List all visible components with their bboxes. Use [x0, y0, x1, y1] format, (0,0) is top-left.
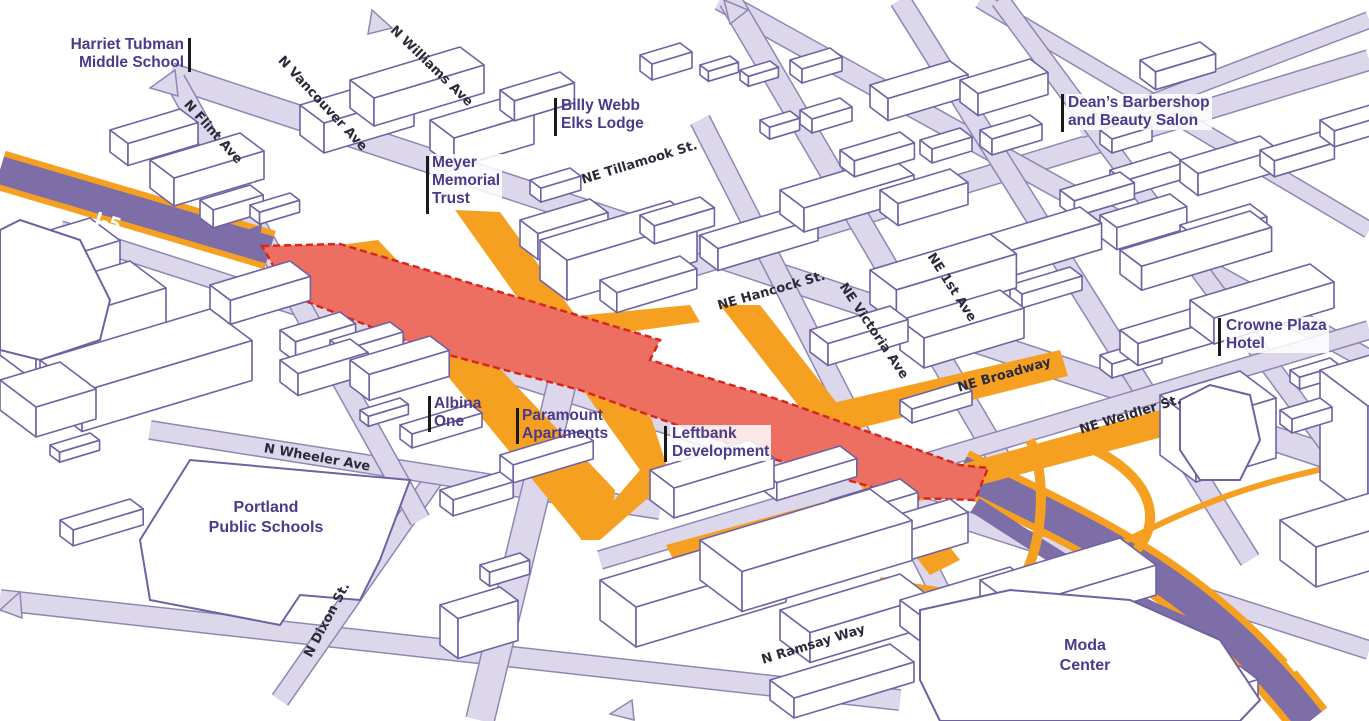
place-line: Center [1059, 657, 1111, 674]
building [529, 167, 582, 203]
place-moda-center: Moda Center [1030, 636, 1140, 676]
place-albina-one: Albina One [434, 395, 481, 431]
building [1319, 354, 1369, 517]
building [739, 60, 780, 88]
building [699, 55, 740, 83]
lid-area [259, 242, 990, 502]
building [649, 439, 775, 519]
street-weidler-west [597, 320, 1369, 570]
building [1259, 131, 1336, 178]
place-line: Development [670, 443, 772, 461]
building [1139, 41, 1217, 91]
building [199, 184, 265, 229]
label-bar-icon [1061, 94, 1064, 132]
place-line: Harriet Tubman [70, 36, 184, 53]
building [919, 127, 973, 164]
building [439, 586, 519, 660]
building [639, 42, 693, 81]
building [109, 108, 199, 167]
building [359, 397, 410, 428]
building [799, 97, 853, 134]
arena-west [0, 218, 112, 362]
building [759, 110, 801, 140]
building [809, 305, 909, 367]
moda-center-building [919, 588, 1262, 721]
label-bar-icon [426, 156, 429, 214]
building [499, 71, 576, 122]
place-line: Trust [430, 190, 503, 208]
place-line: Apartments [522, 425, 609, 442]
building [1179, 135, 1279, 197]
place-line: Hotel [1224, 335, 1329, 353]
arrow-icon [0, 0, 750, 721]
building [1119, 210, 1273, 292]
place-portland-public-schools: Portland Public Schools [196, 498, 336, 538]
building [839, 131, 916, 178]
building [979, 114, 1043, 156]
place-line: Elks Lodge [561, 115, 644, 132]
place-harriet-tubman: Harriet Tubman Middle School [42, 36, 184, 72]
place-crowne-plaza: Crowne Plaza Hotel [1224, 317, 1329, 353]
building [479, 552, 531, 588]
label-bar-icon [428, 396, 431, 432]
building [959, 58, 1049, 117]
building [349, 335, 451, 402]
place-line: Paramount [522, 407, 603, 424]
label-bar-icon [1218, 318, 1221, 356]
place-line: Albina [434, 395, 482, 412]
building [599, 255, 698, 314]
portland-public-schools-building [138, 458, 412, 627]
label-bar-icon [664, 426, 667, 462]
crowne-plaza-tower [1179, 383, 1262, 481]
building [499, 430, 595, 484]
label-bar-icon [516, 408, 519, 444]
arrow-icon [222, 224, 262, 256]
place-line: Public Schools [208, 519, 324, 536]
place-deans-barbershop: Dean’s Barbershop and Beauty Salon [1066, 94, 1212, 130]
building [769, 643, 915, 719]
label-bar-icon [188, 38, 191, 72]
building [699, 488, 913, 613]
place-line: Leftbank [670, 425, 772, 443]
building [639, 196, 716, 245]
building [149, 132, 265, 207]
building [869, 60, 969, 122]
street-west-lower [465, 346, 585, 721]
place-paramount-apartments: Paramount Apartments [522, 407, 608, 443]
place-line: Dean’s Barbershop [1066, 94, 1212, 112]
place-line: Middle School [78, 54, 184, 71]
building [49, 432, 101, 464]
place-line: Meyer [430, 154, 503, 172]
label-bar-icon [554, 98, 557, 136]
place-line: Crowne Plaza [1224, 317, 1329, 335]
place-meyer-memorial-trust: Meyer Memorial Trust [430, 154, 503, 208]
building [209, 260, 312, 326]
place-line: One [434, 413, 465, 430]
building [879, 168, 969, 227]
building [439, 471, 515, 517]
building [1319, 104, 1369, 148]
building [349, 46, 485, 127]
building [1009, 266, 1083, 309]
place-line: Memorial [430, 172, 503, 190]
place-line: and Beauty Salon [1066, 112, 1212, 130]
place-line: Billy Webb [561, 97, 640, 114]
building [899, 289, 1025, 369]
building [0, 361, 97, 438]
building [1279, 397, 1333, 434]
place-leftbank-development: Leftbank Development [670, 425, 772, 461]
building [899, 381, 973, 424]
place-line: Portland [233, 499, 299, 516]
building [789, 47, 843, 84]
building [1279, 492, 1369, 588]
building [59, 498, 144, 547]
building [249, 192, 301, 225]
place-billy-webb: Billy Webb Elks Lodge [561, 97, 644, 133]
place-line: Moda [1064, 637, 1106, 654]
building [399, 403, 483, 449]
